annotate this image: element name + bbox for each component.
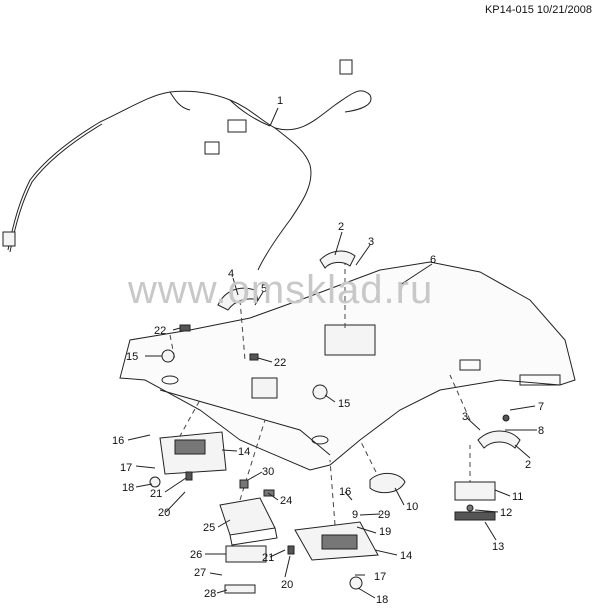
callout-1: 1 [277, 95, 283, 107]
callout-6: 6 [430, 254, 436, 266]
wiring-harness [2, 59, 372, 271]
headliner-panel [119, 261, 576, 471]
fasteners [149, 324, 510, 590]
assist-handle-rear [477, 430, 521, 449]
lamp-10 [369, 473, 406, 494]
rear-lamp-11 [454, 481, 496, 501]
callout-9: 9 [352, 509, 358, 521]
lens-13 [454, 511, 496, 521]
diagram-reference: KP14-015 10/21/2008 [484, 4, 592, 16]
callout-15-left: 15 [126, 351, 138, 363]
callout-12: 12 [500, 507, 512, 519]
callout-13: 13 [492, 541, 504, 553]
callout-24: 24 [280, 495, 292, 507]
callout-11: 11 [512, 491, 523, 503]
callout-29: 29 [378, 509, 390, 521]
callout-3-rear: 3 [462, 411, 468, 423]
callout-19: 19 [379, 526, 391, 538]
overhead-console [219, 497, 278, 546]
callout-2: 2 [338, 221, 344, 233]
callout-17-right: 17 [374, 571, 386, 583]
sunvisor-left [159, 431, 227, 475]
callout-16-left: 16 [112, 435, 124, 447]
sunvisor-right [294, 521, 379, 561]
callout-25: 25 [203, 522, 215, 534]
callout-labels: 1 2 3 4 5 6 7 8 9 10 11 12 13 14 15 16 1… [112, 95, 544, 606]
callout-2-rear: 2 [525, 459, 531, 471]
callout-18-right: 18 [376, 594, 388, 606]
callout-20-right: 20 [281, 579, 293, 591]
assist-handle-upper [319, 250, 356, 269]
watermark: www.omsklad.ru [128, 268, 434, 312]
callout-7: 7 [538, 401, 544, 413]
callout-14-left: 14 [238, 446, 250, 458]
callout-28: 28 [204, 588, 216, 600]
callout-22-right: 22 [274, 357, 286, 369]
callout-22-left: 22 [154, 325, 166, 337]
callout-5: 5 [261, 283, 267, 295]
callout-21-right: 21 [262, 552, 274, 564]
callout-10: 10 [406, 501, 418, 513]
callout-3: 3 [368, 236, 374, 248]
callout-30: 30 [262, 466, 274, 478]
callout-18-left: 18 [122, 482, 134, 494]
dome-lamp-26 [225, 545, 267, 563]
callout-17-left: 17 [120, 462, 132, 474]
leader-lines [127, 107, 537, 599]
callout-27: 27 [194, 567, 206, 579]
callout-16-right: 16 [339, 486, 351, 498]
callout-15-right: 15 [338, 398, 350, 410]
lens-28 [224, 584, 256, 594]
callout-4: 4 [228, 268, 234, 280]
callout-26: 26 [190, 549, 202, 561]
callout-8: 8 [538, 425, 544, 437]
callout-20-left: 20 [158, 507, 170, 519]
callout-14-right: 14 [400, 550, 412, 562]
callout-21-left: 21 [150, 488, 162, 500]
